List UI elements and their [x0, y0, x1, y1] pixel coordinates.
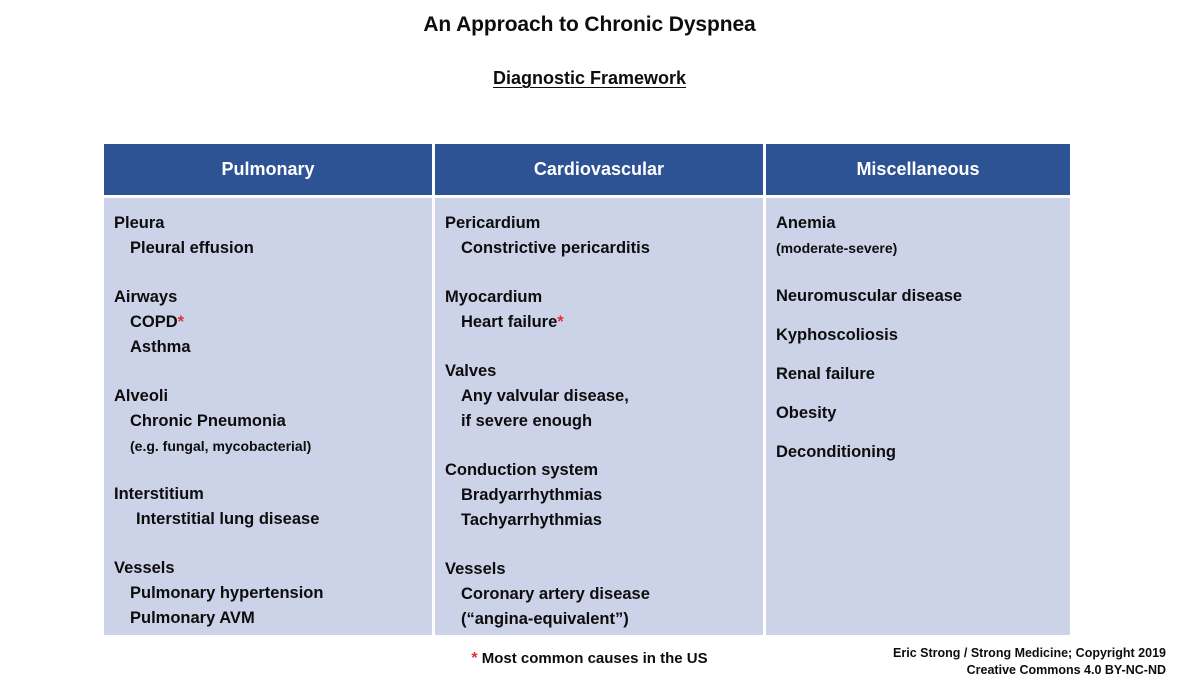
entry-item-label: Pulmonary hypertension [130, 584, 324, 602]
entry-item: Constrictive pericarditis [435, 236, 763, 261]
asterisk-icon: * [557, 313, 564, 331]
footnote: * Most common causes in the US [0, 650, 1179, 668]
entry-group-title: Alveoli [114, 387, 169, 405]
group-spacer [766, 348, 1070, 362]
column-header-miscellaneous: Miscellaneous [765, 144, 1070, 195]
entry-item: Pulmonary AVM [104, 606, 432, 631]
footnote-text: Most common causes in the US [481, 650, 708, 667]
entry-item-label: Coronary artery disease [460, 585, 650, 603]
asterisk-icon: * [177, 313, 185, 331]
entry-item: (moderate-severe) [766, 236, 1070, 260]
group-spacer [435, 533, 763, 557]
group-spacer [435, 261, 763, 285]
group-spacer [435, 434, 763, 458]
entry-group-title: Pleura [114, 214, 165, 232]
entry-group-title: Myocardium [444, 288, 543, 306]
entry-item: Coronary artery disease [435, 582, 763, 607]
entry-item: Chronic Pneumonia [104, 409, 432, 434]
column-body-miscellaneous: Anemia (moderate-severe) Neuromuscular dis… [765, 198, 1070, 635]
entry-group: Deconditioning [766, 440, 1070, 465]
entry-item: Pulmonary hypertension [104, 581, 432, 606]
entry-group: Anemia (moderate-severe) [766, 211, 1070, 260]
entry-item-label: (moderate-severe) [775, 240, 898, 256]
entry-group-title: Valves [444, 362, 497, 380]
entry-item: (e.g. fungal, mycobacterial) [104, 434, 432, 458]
page-title: An Approach to Chronic Dyspnea [423, 13, 756, 36]
credits-line-2: Creative Commons 4.0 BY-NC-ND [966, 663, 1166, 677]
entry-group-title: Deconditioning [775, 443, 897, 461]
entry-group: Renal failure [766, 362, 1070, 387]
entry-item-label: Any valvular disease, [460, 387, 629, 405]
column-header-pulmonary: Pulmonary [104, 144, 432, 195]
group-spacer [104, 261, 432, 285]
entry-group-title: Vessels [114, 559, 175, 577]
entry-item: Interstitial lung disease [104, 507, 432, 532]
entry-group-title: Neuromuscular disease [775, 287, 963, 305]
entry-item: if severe enough [435, 409, 763, 434]
entry-item-label: (“angina-equivalent”) [460, 610, 629, 628]
entry-item-label: Pulmonary AVM [130, 609, 255, 627]
entry-item: COPD* [104, 310, 432, 335]
entry-group: Obesity [766, 401, 1070, 426]
entry-group-title: Anemia [775, 214, 836, 232]
entry-item-label: Pleural effusion [130, 239, 254, 257]
page-subtitle-text: Diagnostic Framework [492, 68, 687, 88]
entry-group-title: Airways [114, 288, 178, 306]
diagnostic-framework-table: Pulmonary Cardiovascular Miscellaneous P… [104, 144, 1070, 635]
entry-group-title: Conduction system [444, 461, 599, 479]
group-spacer [766, 387, 1070, 401]
entry-item-label: Constrictive pericarditis [460, 239, 650, 257]
group-spacer [766, 260, 1070, 284]
entry-item-label: Heart failure [460, 313, 558, 331]
group-spacer [104, 360, 432, 384]
group-spacer [766, 309, 1070, 323]
entry-group: Kyphoscoliosis [766, 323, 1070, 348]
entry-group-title: Interstitium [114, 485, 204, 503]
entry-item-label: Interstitial lung disease [136, 510, 320, 528]
column-header-cardiovascular: Cardiovascular [434, 144, 763, 195]
asterisk-icon: * [471, 650, 478, 667]
entry-item: Asthma [104, 335, 432, 360]
table-header-row: Pulmonary Cardiovascular Miscellaneous [104, 144, 1070, 195]
group-spacer [766, 426, 1070, 440]
entry-item: Pleural effusion [104, 236, 432, 261]
group-spacer [435, 335, 763, 359]
entry-group: Neuromuscular disease [766, 284, 1070, 309]
entry-item-label: (e.g. fungal, mycobacterial) [130, 438, 312, 454]
entry-item-label: Chronic Pneumonia [130, 412, 286, 430]
credits-line-1: Eric Strong / Strong Medicine; Copyright… [893, 646, 1166, 660]
group-spacer [104, 458, 432, 482]
entry-group-title: Pericardium [444, 214, 541, 232]
page-subtitle: Diagnostic Framework [0, 68, 1179, 89]
entry-item-label: Bradyarrhythmias [460, 486, 603, 504]
entry-group-title: Obesity [775, 404, 837, 422]
entry-item: Heart failure* [435, 310, 763, 335]
entry-item-label: Asthma [130, 338, 191, 356]
credits: Eric Strong / Strong Medicine; Copyright… [893, 645, 1166, 679]
entry-item-label: Tachyarrhythmias [460, 511, 602, 529]
entry-item: Bradyarrhythmias [435, 483, 763, 508]
entry-item: Any valvular disease, [435, 384, 763, 409]
entry-item-label: if severe enough [460, 412, 593, 430]
entry-group-title: Renal failure [775, 365, 875, 383]
entry-item: Tachyarrhythmias [435, 508, 763, 533]
entry-item-label: COPD [130, 313, 178, 331]
entry-group-title: Kyphoscoliosis [775, 326, 898, 344]
group-spacer [104, 532, 432, 556]
entry-item: (“angina-equivalent”) [435, 607, 763, 632]
entry-group-title: Vessels [444, 560, 506, 578]
